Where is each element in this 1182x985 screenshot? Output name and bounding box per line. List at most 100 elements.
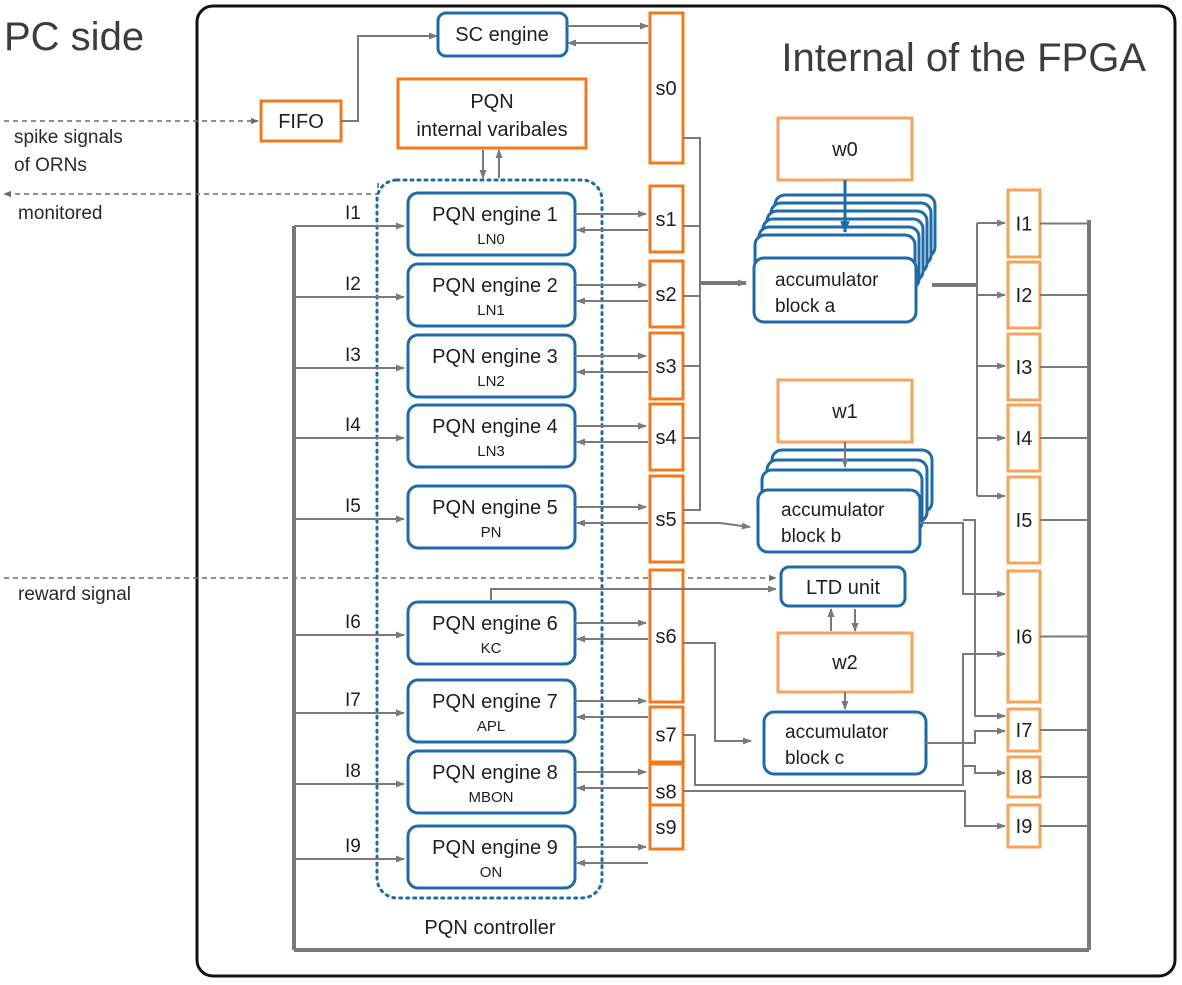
pqn-engine-sub: LN1: [477, 302, 505, 319]
pqn-engine-box: [406, 678, 577, 744]
pqn-controller-boundary: [375, 178, 604, 900]
pqn-engine-box: [406, 333, 577, 399]
pqn-engine-7: PQN engine 7 APL I7: [294, 678, 648, 744]
kc-to-ltd: [490, 585, 777, 600]
w2-label: w2: [831, 652, 858, 674]
acc-b-label-1: accumulator: [781, 500, 885, 521]
s-register-4: s4: [648, 402, 685, 472]
acc-a-label-2: block a: [775, 296, 836, 317]
i-register-label: I8: [1016, 767, 1033, 789]
monitored-line: [3, 183, 379, 198]
s-register-1: s1: [648, 184, 685, 254]
i-register-6: I6: [1006, 569, 1089, 704]
spike-signals-label-2: of ORNs: [14, 155, 87, 176]
i-register-box: [1006, 569, 1042, 704]
s-register-label: s0: [655, 78, 676, 100]
i-register-8: I8: [1006, 755, 1089, 799]
s-register-label: s1: [655, 209, 676, 231]
w1-box: [776, 378, 914, 444]
acc-b-label-2: block b: [781, 526, 841, 547]
pqn-vars-label-2: internal varibales: [416, 119, 567, 141]
i-register-box: [1006, 755, 1042, 799]
accumulator-block-a: [752, 256, 918, 324]
s-register-box: [648, 184, 685, 254]
i-register-box: [1006, 260, 1042, 330]
s-register-label: s7: [655, 725, 676, 747]
s-register-label: s2: [655, 284, 676, 306]
i-register-box: [1006, 475, 1042, 565]
fifo-to-sc-line: [341, 32, 438, 122]
i-register-4: I4: [1006, 403, 1089, 473]
acc-a-label-1: accumulator: [775, 270, 879, 291]
ltd-unit-label: LTD unit: [806, 577, 881, 599]
pqn-engine-sub: MBON: [469, 789, 514, 806]
pqn-engine-name: PQN engine 7: [432, 691, 558, 713]
w0-box: [776, 116, 914, 182]
spike-signals-label-1: spike signals: [14, 127, 123, 148]
acc-c-label-2: block c: [785, 748, 844, 769]
i-register-label: I9: [1016, 816, 1033, 838]
pqn-engine-sub: ON: [480, 864, 503, 881]
s-register-label: s6: [655, 626, 676, 648]
pqn-vars-label-1: PQN: [470, 91, 513, 113]
pqn-engine-sub: PN: [481, 524, 502, 541]
pqn-engine-name: PQN engine 9: [432, 837, 558, 859]
s-register-box: [648, 11, 685, 165]
pqn-engine-box: [406, 191, 577, 257]
pqn-engine-sub: APL: [477, 718, 505, 735]
pqn-engine-name: PQN engine 3: [432, 346, 558, 368]
pqn-engine-box: [406, 403, 577, 469]
engine-input-label: I7: [345, 690, 361, 711]
pqn-engine-box: [406, 484, 577, 550]
pqn-internal-variables-box: [396, 77, 588, 150]
pqn-engine-box: [406, 262, 577, 328]
pqn-engine-name: PQN engine 4: [432, 416, 558, 438]
s-register-label: s3: [655, 356, 676, 378]
reward-signal-label: reward signal: [18, 584, 131, 605]
s-register-label: s5: [655, 509, 676, 531]
i-register-label: I4: [1016, 428, 1033, 450]
s-register-box: [648, 568, 685, 704]
ltd-unit-box: [779, 565, 907, 608]
engine-input-label: I4: [345, 415, 361, 436]
fpga-title: Internal of the FPGA: [781, 36, 1146, 80]
w0-label: w0: [831, 139, 858, 161]
fpga-frame: [195, 4, 1177, 978]
i-register-label: I1: [1016, 214, 1033, 236]
s8-to-I9: [683, 790, 1006, 830]
s6-to-acc-c: [683, 642, 752, 745]
pqn-engine-name: PQN engine 1: [432, 204, 558, 226]
engine-input-label: I8: [345, 761, 361, 782]
acc-c-to-I7: [926, 727, 1006, 744]
i-register-label: I2: [1016, 285, 1033, 307]
s-register-0: s0: [648, 11, 685, 165]
s-register-box: [648, 259, 685, 329]
accumulator-block-b: [756, 488, 922, 554]
acc-c-to-I8: [963, 765, 1006, 777]
s-register-9: s9: [648, 803, 685, 851]
w1-label: w1: [831, 401, 858, 423]
i-register-7: I7: [1006, 707, 1089, 753]
s7-to-I6: [683, 650, 1006, 786]
acc-b-to-I6: [920, 522, 1006, 598]
engine-input-label: I6: [345, 612, 361, 633]
i-register-1: I1: [1006, 188, 1089, 259]
pqn-engine-sub: LN0: [477, 231, 505, 248]
sc-engine-label: SC engine: [455, 24, 548, 46]
pqn-engine-box: [406, 600, 577, 666]
pqn-engine-name: PQN engine 2: [432, 275, 558, 297]
acc-b-to-I7: [963, 519, 1006, 720]
s-register-label: s9: [655, 817, 676, 839]
i-register-label: I5: [1016, 510, 1033, 532]
s-register-box: [648, 331, 685, 401]
s-register-7: s7: [648, 705, 685, 764]
fifo-label: FIFO: [278, 111, 324, 133]
s-register-box: [648, 803, 685, 851]
pqn-engine-sub: LN2: [477, 373, 505, 390]
